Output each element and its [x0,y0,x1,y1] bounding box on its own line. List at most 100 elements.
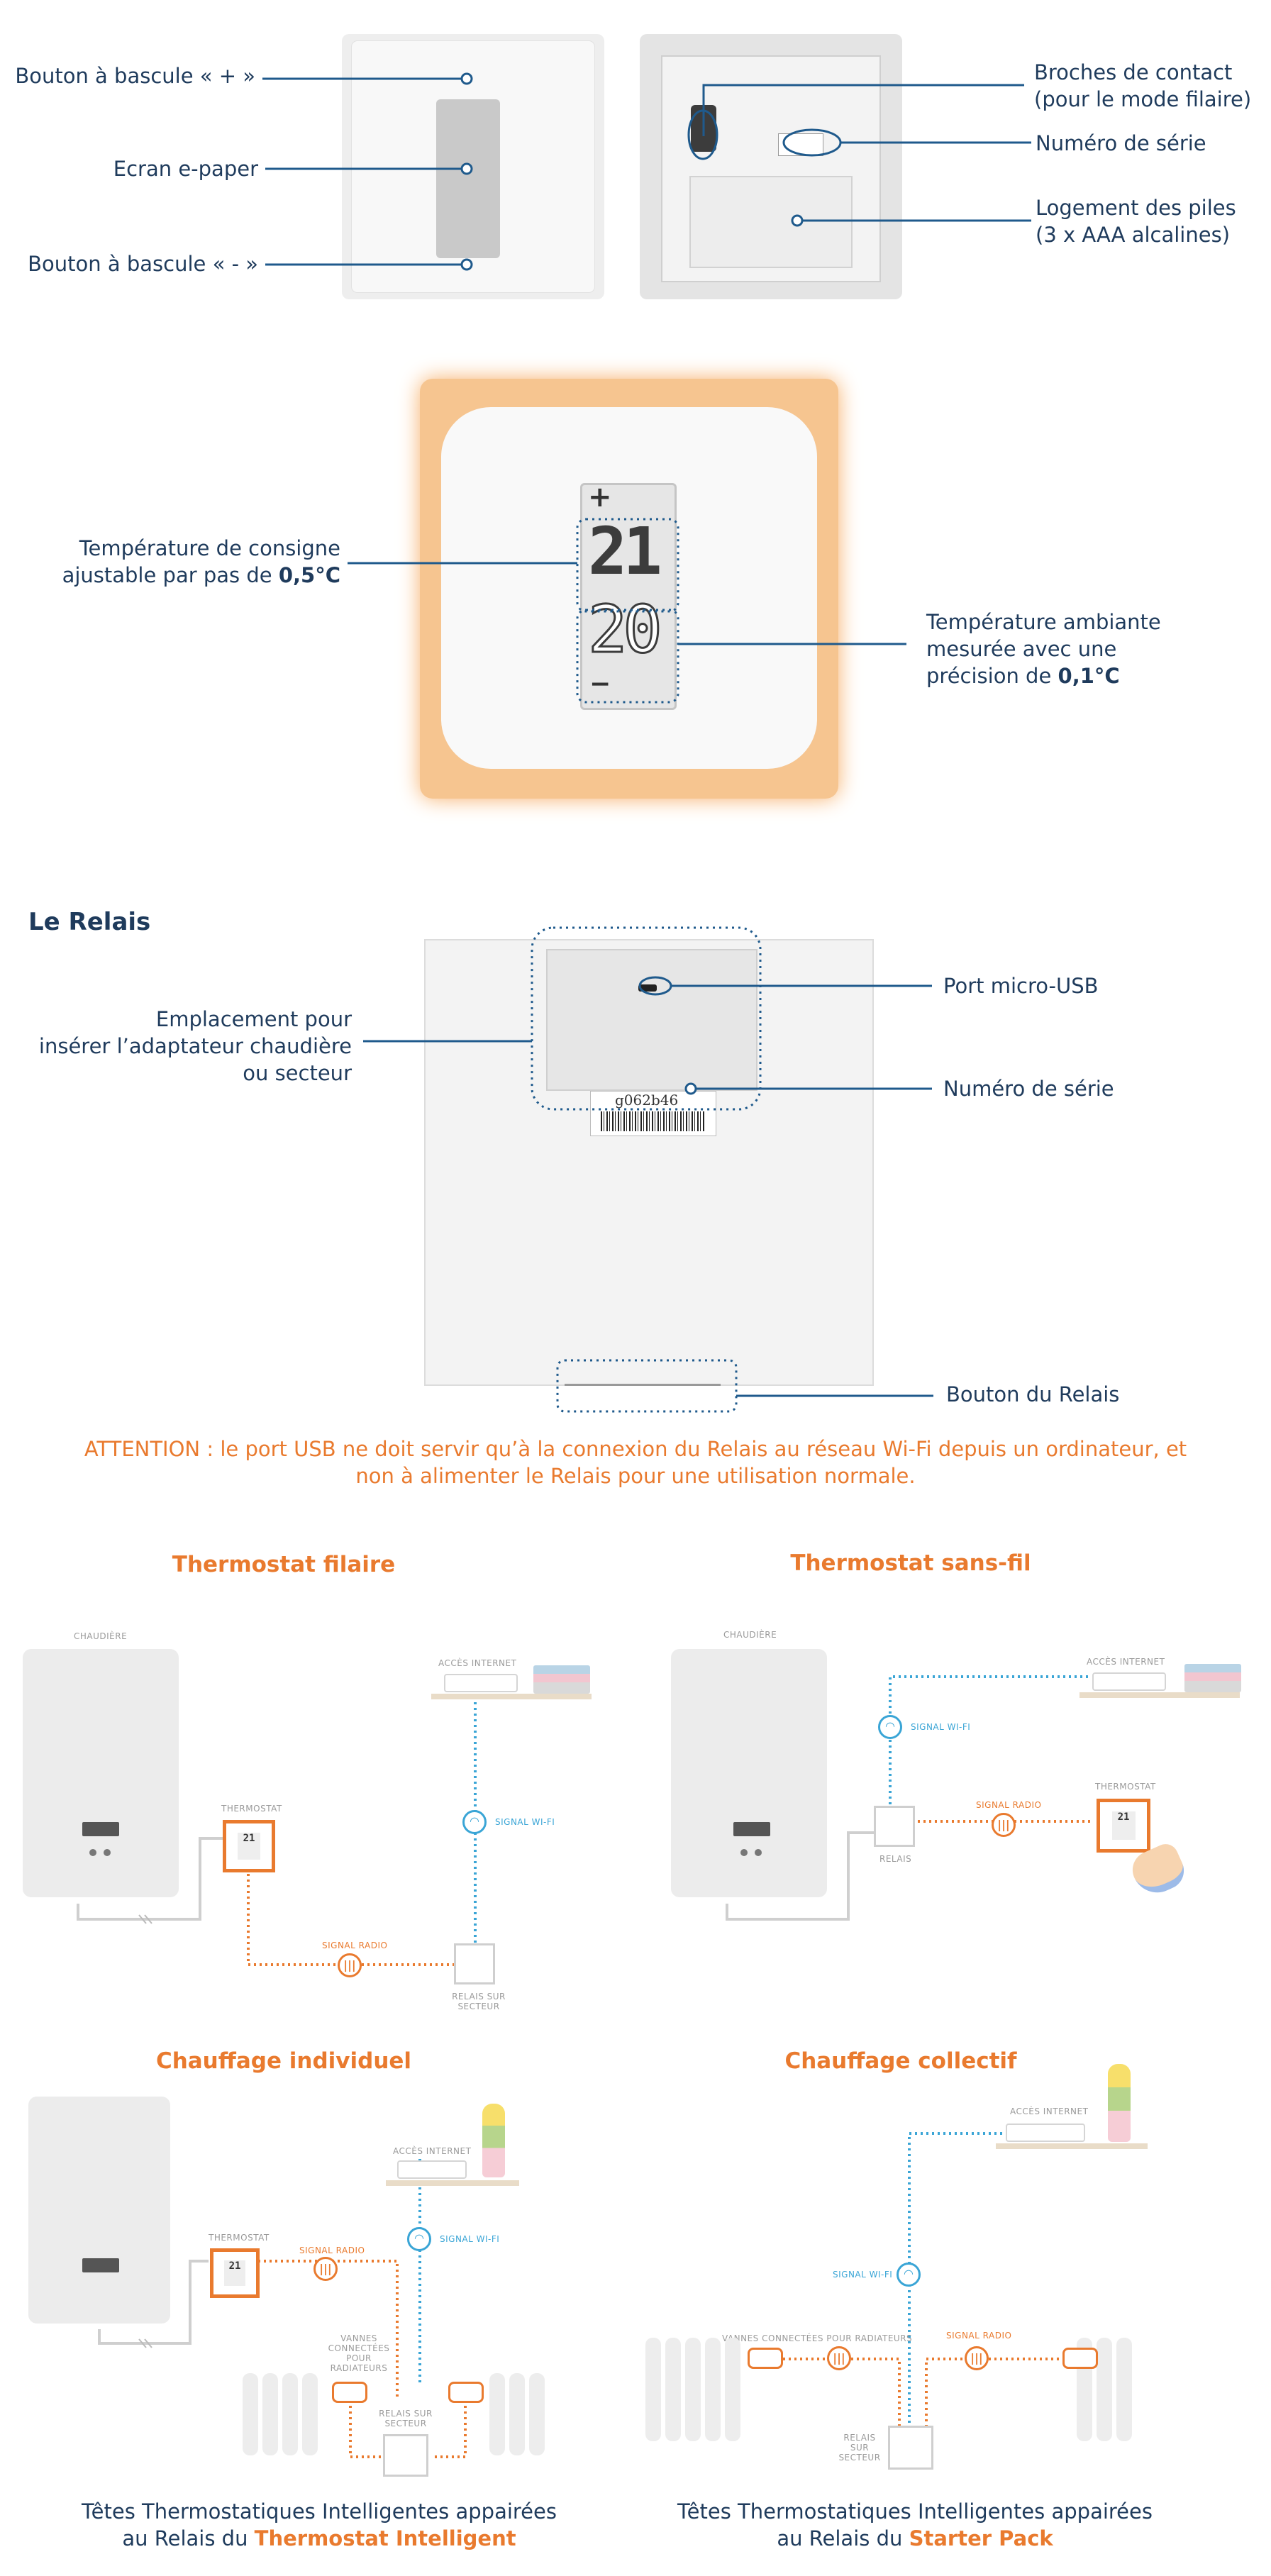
d1-internet-label: ACCÈS INTERNET [438,1658,517,1668]
d3-radio-signal-icon: ||| [313,2257,338,2281]
label-adapter-line3: ou secteur [243,1061,352,1085]
d3-wifi-signal-icon: ◠ [407,2227,431,2251]
d4-radio-signal-icon-right: ||| [965,2346,989,2370]
title-wired-thermostat: Thermostat filaire [172,1552,396,1577]
d3-relay-label: RELAIS SUR SECTEUR [379,2409,433,2428]
d1-books [533,1665,590,1694]
d3-boiler [28,2097,170,2324]
d2-radio-signal-icon: ||| [992,1813,1016,1837]
label-adapter-line2: insérer l’adaptateur chaudière [38,1034,352,1058]
d2-wifi-signal-icon: ◠ [878,1715,902,1739]
label-battery-compartment: Logement des piles (3 x AAA alcalines) [1036,194,1262,248]
d1-relay [454,1943,495,1984]
d3-thermostat: 21 [210,2248,260,2298]
thermostat-display: + 21 20 − [580,481,677,710]
d3-radiator-left [243,2373,318,2455]
relay-serial-sticker: g062b46 [590,1091,716,1136]
d1-boiler-button-2 [104,1849,111,1856]
d3-thermostat-screen: 21 [224,2260,245,2286]
d3-valve-right [448,2382,484,2403]
d2-wifi-label: SIGNAL WI-FI [911,1722,971,1732]
display-ambient: 20 [587,591,664,669]
d4-radio-label: SIGNAL RADIO [946,2331,1012,2341]
d4-valves-label: VANNES CONNECTÉES POUR RADIATEURS [722,2333,913,2343]
label-ambient-line3: précision de 0,1°C [926,662,1238,689]
title-wireless-thermostat: Thermostat sans-fil [790,1550,1031,1576]
label-setpoint-text: ajustable par pas de [62,563,279,587]
relay-button [565,1384,721,1386]
d4-wifi-signal-icon: ◠ [897,2263,921,2287]
d4-radio-signal-icon-left: ||| [827,2346,851,2370]
label-e-paper-screen: Ecran e-paper [113,157,258,181]
usb-warning-line1: ATTENTION : le port USB ne doit servir q… [84,1437,1187,1461]
d2-boiler-display [733,1822,770,1836]
d4-valve-right [1062,2348,1098,2369]
d2-books [1184,1664,1241,1692]
d3-wifi-label: SIGNAL WI-FI [440,2234,500,2244]
d1-wifi-signal-icon: ◠ [462,1810,487,1834]
caption-left-text: au Relais du [122,2526,255,2550]
micro-usb-port [638,984,657,992]
label-adapter-slot: Emplacement pour insérer l’adaptateur ch… [14,1006,352,1087]
d1-boiler-label: CHAUDIÈRE [74,1631,128,1641]
d1-shelf [431,1694,592,1699]
d1-boiler-display [82,1822,119,1836]
d2-radio-label: SIGNAL RADIO [976,1800,1042,1810]
display-minus: − [589,670,611,699]
label-contact-pins-line2: (pour le mode filaire) [1034,87,1252,111]
d2-boiler-label: CHAUDIÈRE [723,1630,777,1640]
usb-warning-line2: non à alimenter le Relais pour une utili… [355,1464,916,1488]
d2-thermostat-screen: 21 [1111,1811,1136,1840]
d2-relay [874,1806,915,1847]
d3-valve-left [332,2382,367,2403]
caption-right-text: au Relais du [777,2526,909,2550]
label-ambient-line1: Température ambiante [926,610,1161,634]
title-collective-heating: Chauffage collectif [784,2048,1017,2074]
thermostat-back-image [640,34,902,299]
d4-internet-label: ACCÈS INTERNET [1010,2106,1089,2116]
d1-boiler [23,1649,179,1897]
d4-relay [888,2426,933,2470]
d2-relay-label: RELAIS [879,1854,912,1864]
caption-left: Têtes Thermostatiques Intelligentes appa… [28,2498,610,2552]
e-paper-screen [436,99,500,258]
d2-router [1092,1672,1166,1691]
label-relay-serial: Numéro de série [943,1077,1114,1101]
section2-leader-lines [348,518,906,704]
label-relay-button: Bouton du Relais [946,1382,1120,1406]
relay-serial-value: g062b46 [615,1092,679,1109]
d1-radio-signal-icon: ||| [338,1953,362,1977]
label-adapter-line1: Emplacement pour [155,1007,352,1031]
d1-radio-label: SIGNAL RADIO [322,1941,388,1950]
d2-boiler-button-2 [755,1849,762,1856]
d3-internet-label: ACCÈS INTERNET [393,2146,472,2156]
label-ambient-temperature: Température ambiante mesurée avec une pr… [926,609,1238,689]
section1-leader-lines [262,72,1031,271]
d2-thermostat-label: THERMOSTAT [1095,1782,1156,1792]
d1-relay-label: RELAIS SUR SECTEUR [452,1992,506,2011]
d1-wifi-label: SIGNAL WI-FI [495,1817,555,1827]
relay-recess [546,949,757,1091]
caption-left-line2: au Relais du Thermostat Intelligent [28,2525,610,2552]
title-individual-heating: Chauffage individuel [155,2048,412,2074]
label-battery-line1: Logement des piles [1036,196,1236,220]
label-serial-number: Numéro de série [1036,131,1206,155]
d4-radiator-left [645,2338,740,2441]
label-battery-line2: (3 x AAA alcalines) [1036,223,1231,247]
d4-relay-label: RELAIS SUR SECTEUR [838,2433,881,2463]
label-contact-pins: Broches de contact (pour le mode filaire… [1034,59,1268,113]
d3-shelf [386,2180,519,2186]
d2-internet-label: ACCÈS INTERNET [1087,1657,1165,1667]
d4-shelf [996,2143,1148,2149]
label-ambient-value: 0,1°C [1058,664,1120,688]
d1-boiler-button-1 [89,1849,96,1856]
d4-flower-vase [1108,2064,1131,2142]
d1-thermostat-screen: 21 [238,1832,260,1860]
label-setpoint-temperature: Température de consigne ajustable par pa… [28,535,340,589]
label-setpoint-line1: Température de consigne [79,536,340,560]
relay-leader-lines [363,926,933,1413]
d3-radiator-right [489,2373,545,2455]
relay-image: g062b46 [424,939,874,1386]
usb-warning: ATTENTION : le port USB ne doit servir q… [28,1436,1243,1489]
d4-router [1006,2123,1085,2142]
